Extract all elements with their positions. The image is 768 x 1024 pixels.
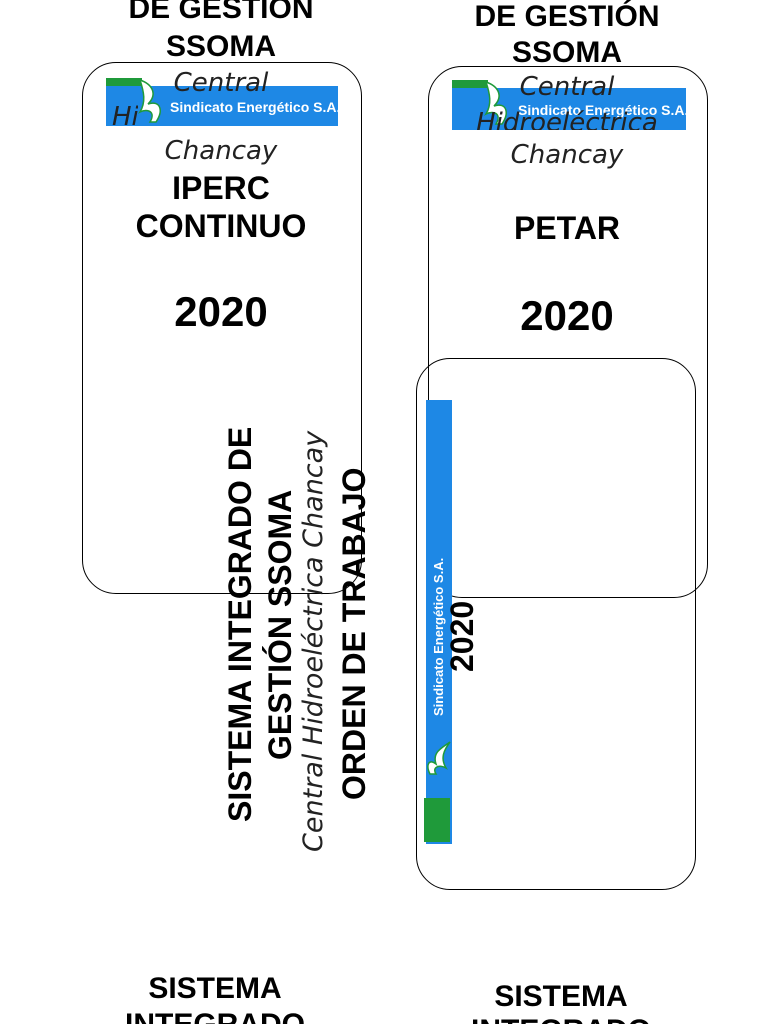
header-right-line2: SSOMA xyxy=(511,36,622,69)
footer-right-line1: SISTEMA xyxy=(494,980,628,1013)
left-subtitle-1: Central xyxy=(173,68,269,98)
left-subtitle-3: Chancay xyxy=(164,136,278,166)
right-subtitle-1: Central xyxy=(519,72,615,102)
footer-left-line2: INTEGRADO xyxy=(84,1008,346,1024)
right-subtitle-2: Hidroeléctrica xyxy=(476,108,658,130)
logo-text: Sindicato Energético S.A. xyxy=(170,99,341,115)
vertical-line2: GESTIÓN SSOMA xyxy=(262,489,298,760)
left-title-2: CONTINUO xyxy=(135,208,307,244)
footer-left-line1: SISTEMA xyxy=(148,972,282,1005)
card-orden-trabajo xyxy=(416,358,696,890)
leaf-icon xyxy=(484,80,507,125)
vertical-year: 2020 xyxy=(444,600,480,672)
left-year: 2020 xyxy=(174,288,268,335)
card-petar xyxy=(428,66,708,598)
footer-right-line2: INTEGRADO xyxy=(430,1014,692,1024)
right-subtitle-3: Chancay xyxy=(510,140,624,170)
vertical-line1: SISTEMA INTEGRADO DE xyxy=(222,426,258,822)
vertical-line3: Central Hidroeléctrica Chancay xyxy=(298,430,329,852)
company-logo-vertical: Sindicato Energético S.A. xyxy=(424,400,454,844)
left-subtitle-2: Hidroeléctrica xyxy=(112,102,138,132)
leaf-icon xyxy=(138,78,161,123)
right-year: 2020 xyxy=(520,292,614,339)
vertical-line4: ORDEN DE TRABAJO xyxy=(336,467,372,800)
left-title-1: IPERC xyxy=(172,170,270,206)
leaf-icon xyxy=(427,741,451,775)
right-title: PETAR xyxy=(513,210,621,246)
company-logo-left: Sindicato Energético S.A. xyxy=(106,78,341,128)
logo-green-block xyxy=(424,798,450,842)
card-iperc xyxy=(82,62,362,594)
header-right-line1: DE GESTIÓN xyxy=(474,0,660,33)
company-logo-right: Sindicato Energético S.A. xyxy=(452,80,689,132)
header-left-line1: DE GESTIÓN xyxy=(128,0,314,25)
header-left-line2: SSOMA xyxy=(165,30,276,63)
logo-text: Sindicato Energético S.A. xyxy=(518,102,689,118)
